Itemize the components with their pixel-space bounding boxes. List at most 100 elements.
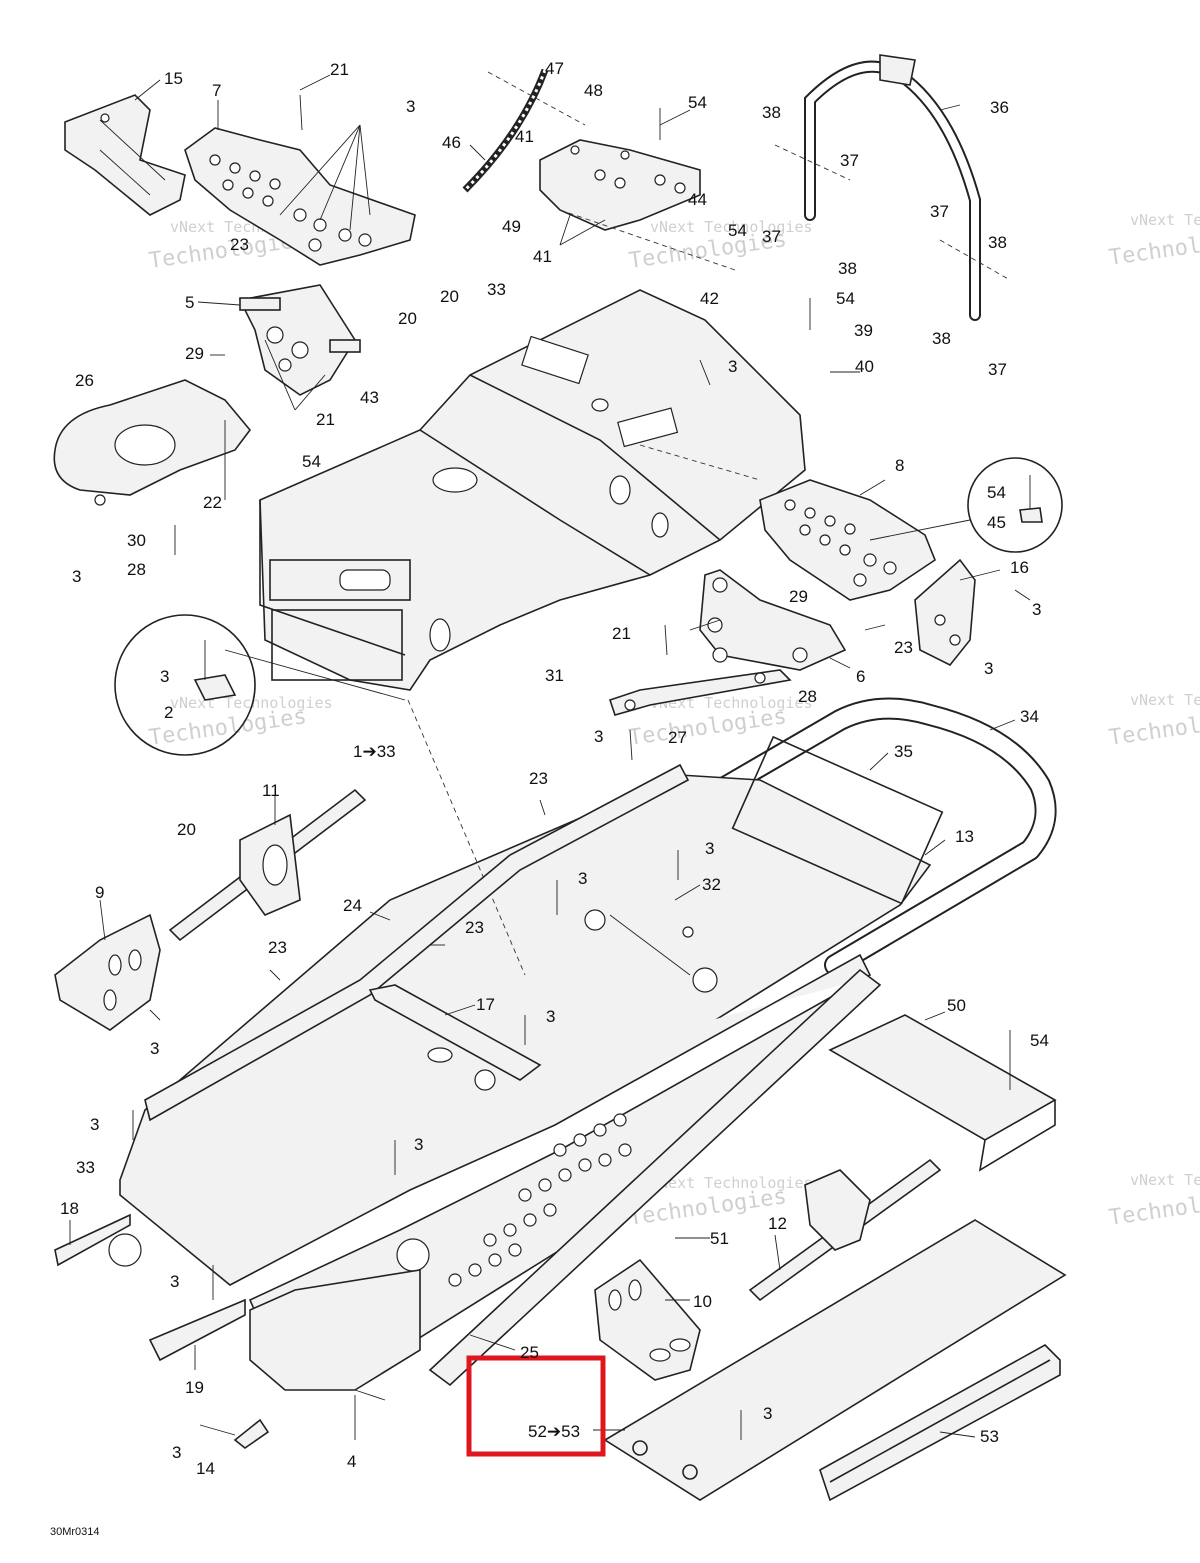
callout-label[interactable]: 6 <box>856 667 865 686</box>
callout-label[interactable]: 3 <box>546 1007 555 1026</box>
callout-label[interactable]: 52➔53 <box>528 1422 580 1441</box>
callout-label[interactable]: 48 <box>584 81 603 100</box>
callout-label[interactable]: 26 <box>75 371 94 390</box>
callout-label[interactable]: 28 <box>798 687 817 706</box>
callout-label[interactable]: 9 <box>95 883 104 902</box>
callout-label[interactable]: 3 <box>984 659 993 678</box>
callout-label[interactable]: 3 <box>414 1135 423 1154</box>
callout-label[interactable]: 54 <box>302 452 321 471</box>
callout-label[interactable]: 46 <box>442 133 461 152</box>
callout-label[interactable]: 34 <box>1020 707 1039 726</box>
callout-label[interactable]: 3 <box>150 1039 159 1058</box>
callout-label[interactable]: 20 <box>177 820 196 839</box>
callout-label[interactable]: 33 <box>487 280 506 299</box>
callout-label[interactable]: 18 <box>60 1199 79 1218</box>
callout-label[interactable]: 11 <box>262 781 280 800</box>
callout-label[interactable]: 54 <box>987 483 1006 502</box>
callout-label[interactable]: 3 <box>160 667 169 686</box>
callout-label[interactable]: 54 <box>836 289 855 308</box>
callout-label[interactable]: 32 <box>702 875 721 894</box>
callout-label[interactable]: 29 <box>185 344 204 363</box>
callout-label[interactable]: 21 <box>316 410 335 429</box>
callout-label[interactable]: 3 <box>705 839 714 858</box>
callout-label[interactable]: 23 <box>894 638 913 657</box>
callout-label[interactable]: 3 <box>1032 600 1041 619</box>
callout-label[interactable]: 3 <box>172 1443 181 1462</box>
callout-label[interactable]: 22 <box>203 493 222 512</box>
callout-label[interactable]: 3 <box>406 97 415 116</box>
callout-label[interactable]: 29 <box>789 587 808 606</box>
callout-label[interactable]: 31 <box>545 666 564 685</box>
callout-label[interactable]: 24 <box>343 896 362 915</box>
callout-label[interactable]: 3 <box>594 727 603 746</box>
callout-label[interactable]: 3 <box>763 1404 772 1423</box>
callout-label[interactable]: 5 <box>185 293 194 312</box>
callout-label[interactable]: 1➔33 <box>353 742 396 761</box>
callout-label[interactable]: 23 <box>465 918 484 937</box>
callout-label[interactable]: 23 <box>268 938 287 957</box>
callout-label[interactable]: 30 <box>127 531 146 550</box>
callout-label[interactable]: 38 <box>932 329 951 348</box>
callout-label[interactable]: 20 <box>398 309 417 328</box>
bracket-16 <box>914 558 976 667</box>
callout-label[interactable]: 3 <box>72 567 81 586</box>
callout-label[interactable]: 41 <box>533 247 552 266</box>
callout-label[interactable]: 2 <box>164 703 173 722</box>
callout-label[interactable]: 37 <box>988 360 1007 379</box>
callout-label[interactable]: 21 <box>612 624 631 643</box>
callout-label[interactable]: 3 <box>90 1115 99 1134</box>
callout-label[interactable]: 7 <box>212 81 221 100</box>
callout-label[interactable]: 42 <box>700 289 719 308</box>
callout-label[interactable]: 38 <box>988 233 1007 252</box>
callout-label[interactable]: 14 <box>196 1459 215 1478</box>
callout-label[interactable]: 33 <box>76 1158 95 1177</box>
fastener-group <box>132 94 1031 1440</box>
callout-label[interactable]: 54 <box>688 93 707 112</box>
callout-label[interactable]: 49 <box>502 217 521 236</box>
callout-label[interactable]: 3 <box>728 357 737 376</box>
callout-label[interactable]: 20 <box>440 287 459 306</box>
callout-label[interactable]: 27 <box>668 728 687 747</box>
callout-label[interactable]: 53 <box>980 1427 999 1446</box>
callout-label[interactable]: 15 <box>164 69 183 88</box>
leader-lines <box>69 74 1016 1440</box>
callout-label[interactable]: 19 <box>185 1378 204 1397</box>
callout-label[interactable]: 36 <box>990 98 1009 117</box>
callout-label[interactable]: 40 <box>855 357 874 376</box>
callout-label[interactable]: 43 <box>360 388 379 407</box>
callout-label[interactable]: 37 <box>762 227 781 246</box>
callout-label[interactable]: 21 <box>330 60 349 79</box>
callout-label[interactable]: 54 <box>1030 1031 1049 1050</box>
callout-label[interactable]: 35 <box>894 742 913 761</box>
callout-label[interactable]: 37 <box>840 151 859 170</box>
callout-label[interactable]: 28 <box>127 560 146 579</box>
callout-label[interactable]: 37 <box>930 202 949 221</box>
callout-label[interactable]: 54 <box>728 221 747 240</box>
callout-label[interactable]: 16 <box>1010 558 1029 577</box>
bracket-9 <box>54 913 161 1031</box>
callout-label[interactable]: 39 <box>854 321 873 340</box>
watermark-text: Technologies <box>1107 224 1200 271</box>
callout-label[interactable]: 13 <box>955 827 974 846</box>
callout-label[interactable]: 3 <box>170 1272 179 1291</box>
callout-label[interactable]: 38 <box>838 259 857 278</box>
callout-label[interactable]: 51 <box>710 1229 729 1248</box>
callout-label[interactable]: 4 <box>347 1452 356 1471</box>
watermark-text: vNext Technologies <box>650 1174 813 1192</box>
callout-label[interactable]: 25 <box>520 1343 539 1362</box>
callout-label[interactable]: 23 <box>230 235 249 254</box>
callout-label[interactable]: 8 <box>895 456 904 475</box>
callout-label[interactable]: 23 <box>529 769 548 788</box>
callout-label[interactable]: 3 <box>578 869 587 888</box>
callout-label[interactable]: 45 <box>987 513 1006 532</box>
callout-label[interactable]: 50 <box>947 996 966 1015</box>
callout-label[interactable]: 44 <box>688 190 707 209</box>
callout-label[interactable]: 17 <box>476 995 495 1014</box>
callout-label[interactable]: 41 <box>515 127 534 146</box>
callout-label[interactable]: 12 <box>768 1214 787 1233</box>
callout-label[interactable]: 38 <box>762 103 781 122</box>
drawing-id: 30Mr0314 <box>50 1526 100 1538</box>
callout-label[interactable]: 47 <box>545 59 564 78</box>
callout-label[interactable]: 10 <box>693 1292 712 1311</box>
